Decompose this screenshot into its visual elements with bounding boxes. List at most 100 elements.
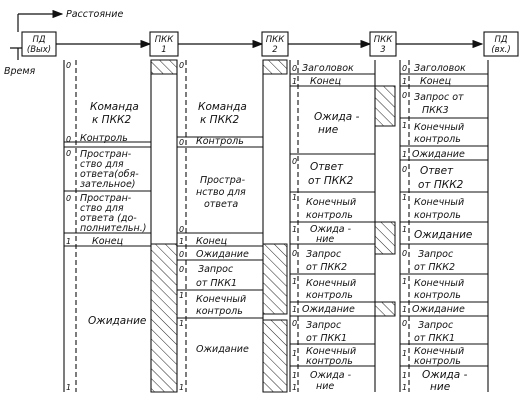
cell-text: ответа(обя- <box>80 169 139 180</box>
hatched-region <box>262 59 288 75</box>
bit-marker: 0 <box>402 64 407 73</box>
cell-text: ние <box>430 381 450 393</box>
bit-marker: 0 <box>402 165 407 174</box>
bit-marker: 1 <box>292 349 297 358</box>
cell-text: ответа <box>204 199 238 210</box>
cell-text: ние <box>316 381 334 392</box>
bit-marker: 0 <box>402 319 407 328</box>
cell-text: Ожида - <box>314 111 360 123</box>
bit-marker: 0 <box>179 250 184 259</box>
cell-text: Ожида - <box>422 369 468 381</box>
node-boxes <box>21 31 519 57</box>
node-box-pd-in <box>483 31 519 57</box>
node-label: 2 <box>272 45 277 55</box>
bit-marker: 1 <box>402 371 407 380</box>
node-label: ПКК <box>155 35 174 45</box>
bit-marker: 0 <box>66 61 71 70</box>
node-label: (вх.) <box>491 45 510 55</box>
hatched-region <box>374 301 396 317</box>
cell-text: ответа (до- <box>80 213 137 224</box>
cell-text: от ПКК1 <box>414 333 455 344</box>
bit-marker: 1 <box>66 383 71 392</box>
bit-marker: 1 <box>402 305 407 314</box>
bit-marker: 1 <box>179 291 184 300</box>
bit-marker: 0 <box>179 61 184 70</box>
bit-marker: 1 <box>292 371 297 380</box>
bit-marker: 0 <box>402 249 407 258</box>
cell-text: Контроль <box>196 136 244 147</box>
node-label: 3 <box>380 45 385 55</box>
cell-text: Ожидание <box>88 315 146 327</box>
node-label: ПКК <box>266 35 285 45</box>
cell-text: зательное) <box>80 179 136 190</box>
cell-text: Конечный <box>306 346 356 357</box>
cell-text: к ПКК2 <box>200 114 239 126</box>
cell-text: контроль <box>306 356 353 367</box>
cell-text: Ответ <box>310 161 344 173</box>
col3-text: Заголовок Конец Ожида - ние Ответ от ПКК… <box>302 63 360 392</box>
cell-text: контроль <box>414 356 461 367</box>
cell-text: Конец <box>92 236 123 247</box>
cell-text: ПКК3 <box>422 105 449 116</box>
node-label: ПКК <box>374 35 393 45</box>
cell-text: Конец <box>196 236 227 247</box>
cell-text: ство для <box>80 203 124 214</box>
cell-text: Ожидание <box>412 149 465 160</box>
bit-marker: 1 <box>292 277 297 286</box>
node-box-pkk3 <box>369 31 397 57</box>
bit-marker: 1 <box>292 383 297 392</box>
bit-marker: 0 <box>402 91 407 100</box>
cell-text: Запрос <box>306 320 342 331</box>
cell-text: Конец <box>420 76 451 87</box>
distance-axis-label: Расстояние <box>66 9 123 20</box>
cell-text: Запрос <box>418 249 454 260</box>
column-frames <box>63 60 489 392</box>
bit-marker: 1 <box>292 305 297 314</box>
cell-text: от ПКК2 <box>414 262 455 273</box>
time-axis-label: Время <box>4 66 36 77</box>
cell-text: Простра- <box>200 175 246 186</box>
hatched-region <box>150 243 178 393</box>
bit-marker: 1 <box>292 193 297 202</box>
hatched-region <box>262 319 288 393</box>
cell-text: Конечный <box>414 122 464 133</box>
hatched-channels <box>150 59 396 393</box>
cell-text: Запрос от <box>414 92 464 103</box>
bit-marker: 0 <box>179 265 184 274</box>
axes <box>10 9 64 60</box>
col4-text: Заголовок Конец Запрос от ПКК3 Конечный … <box>412 63 472 393</box>
cell-text: контроль <box>414 290 461 301</box>
bit-marker: 1 <box>402 225 407 234</box>
row-dividers <box>64 73 488 367</box>
bit-marker: 1 <box>179 383 184 392</box>
col2-text: Команда к ПКК2 Контроль Простра- нство д… <box>196 101 249 355</box>
bit-marker: 1 <box>179 237 184 246</box>
cell-text: Ожидание <box>412 304 465 315</box>
cell-text: контроль <box>306 290 353 301</box>
cell-text: контроль <box>306 210 353 221</box>
cell-text: контроль <box>196 306 243 317</box>
cell-text: Заголовок <box>414 63 466 74</box>
bit-marker: 0 <box>292 157 297 166</box>
cell-text: от ПКК2 <box>308 175 354 187</box>
cell-text: от ПКК1 <box>196 278 237 289</box>
cell-text: Запрос <box>306 249 342 260</box>
bit-marker: 0 <box>292 319 297 328</box>
cell-text: ние <box>318 124 338 136</box>
cell-text: Контроль <box>80 133 128 144</box>
cell-text: Конечный <box>196 294 246 305</box>
bit-marker: 0 <box>292 64 297 73</box>
cell-text: от ПКК1 <box>306 333 347 344</box>
cell-text: Конечный <box>306 278 356 289</box>
hatched-region <box>374 85 396 127</box>
cell-text: нство для <box>196 187 246 198</box>
bit-marker: 1 <box>66 237 71 246</box>
bit-marker: 1 <box>292 225 297 234</box>
bit-marker: 0 <box>292 249 297 258</box>
hatched-region <box>262 243 288 315</box>
bit-marker: 1 <box>292 77 297 86</box>
cell-text: от ПКК2 <box>306 262 347 273</box>
bit-marker: 1 <box>402 150 407 159</box>
bit-marker: 1 <box>402 121 407 130</box>
